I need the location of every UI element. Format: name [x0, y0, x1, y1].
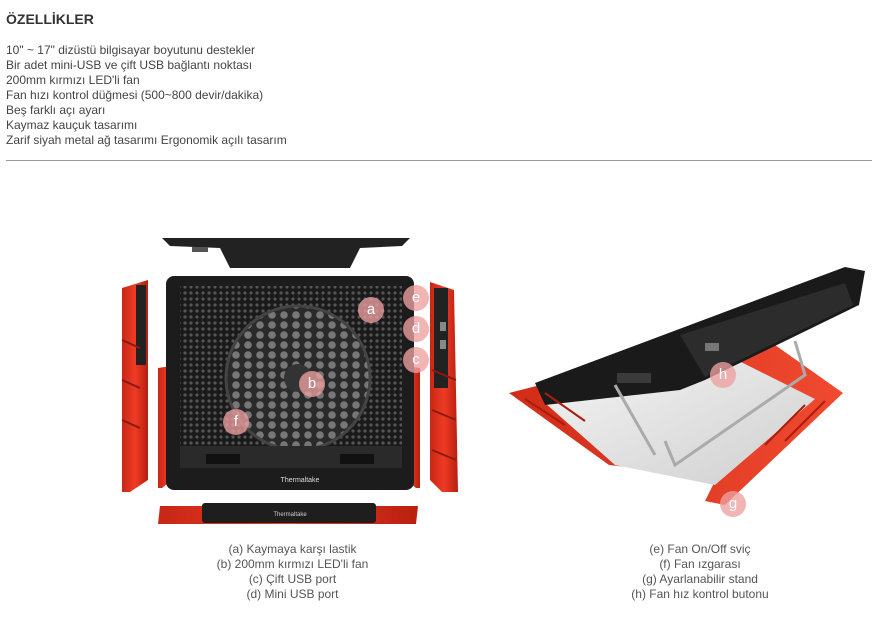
main-top-view: Thermaltake [158, 276, 420, 490]
caption-item: (e) Fan On/Off sviç [649, 542, 751, 556]
marker-h: h [710, 362, 736, 388]
caption-item: (a) Kaymaya karşı lastik [228, 542, 357, 556]
marker-e: e [403, 285, 429, 311]
caption-item: (c) Çift USB port [248, 572, 337, 586]
feature-item: Bir adet mini-USB ve çift USB bağlantı n… [6, 58, 253, 72]
marker-d: d [403, 316, 429, 342]
feature-list: 10" ~ 17" dizüstü bilgisayar boyutunu de… [6, 43, 287, 148]
features-heading: ÖZELLİKLER [6, 11, 94, 27]
caption-right: (e) Fan On/Off sviç (f) Fan ızgarası (g)… [565, 542, 835, 602]
top-edge-view [162, 238, 410, 268]
caption-item: (g) Ayarlanabilir stand [642, 572, 758, 586]
brand-logo: Thermaltake [281, 477, 320, 484]
feature-item: Fan hızı kontrol düğmesi (500~800 devir/… [6, 88, 264, 102]
caption-left: (a) Kaymaya karşı lastik (b) 200mm kırmı… [160, 542, 425, 602]
brand-logo: Thermaltake [273, 512, 307, 518]
feature-item: Beş farklı açı ayarı [6, 103, 106, 117]
front-edge-view: Thermaltake [158, 503, 418, 524]
feature-item: Zarif siyah metal ağ tasarımı Ergonomik … [6, 133, 287, 147]
section-divider [6, 160, 872, 161]
marker-c: c [403, 347, 429, 373]
left-side-view [121, 280, 148, 492]
caption-item: (d) Mini USB port [246, 587, 339, 601]
marker-a: a [358, 297, 384, 323]
feature-item: 200mm kırmızı LED'li fan [6, 73, 140, 87]
marker-f: f [223, 409, 249, 435]
cooler-angled-image [509, 267, 865, 505]
caption-item: (b) 200mm kırmızı LED'li fan [216, 557, 369, 571]
right-side-view [430, 282, 458, 492]
caption-item: (h) Fan hız kontrol butonu [631, 587, 769, 601]
feature-item: Kaymaz kauçuk tasarımı [6, 118, 138, 132]
cooler-multiview-image: Thermaltake Thermaltake [121, 238, 458, 524]
marker-g: g [720, 491, 746, 517]
caption-item: (f) Fan ızgarası [659, 557, 741, 571]
feature-item: 10" ~ 17" dizüstü bilgisayar boyutunu de… [6, 43, 256, 57]
marker-b: b [299, 371, 325, 397]
